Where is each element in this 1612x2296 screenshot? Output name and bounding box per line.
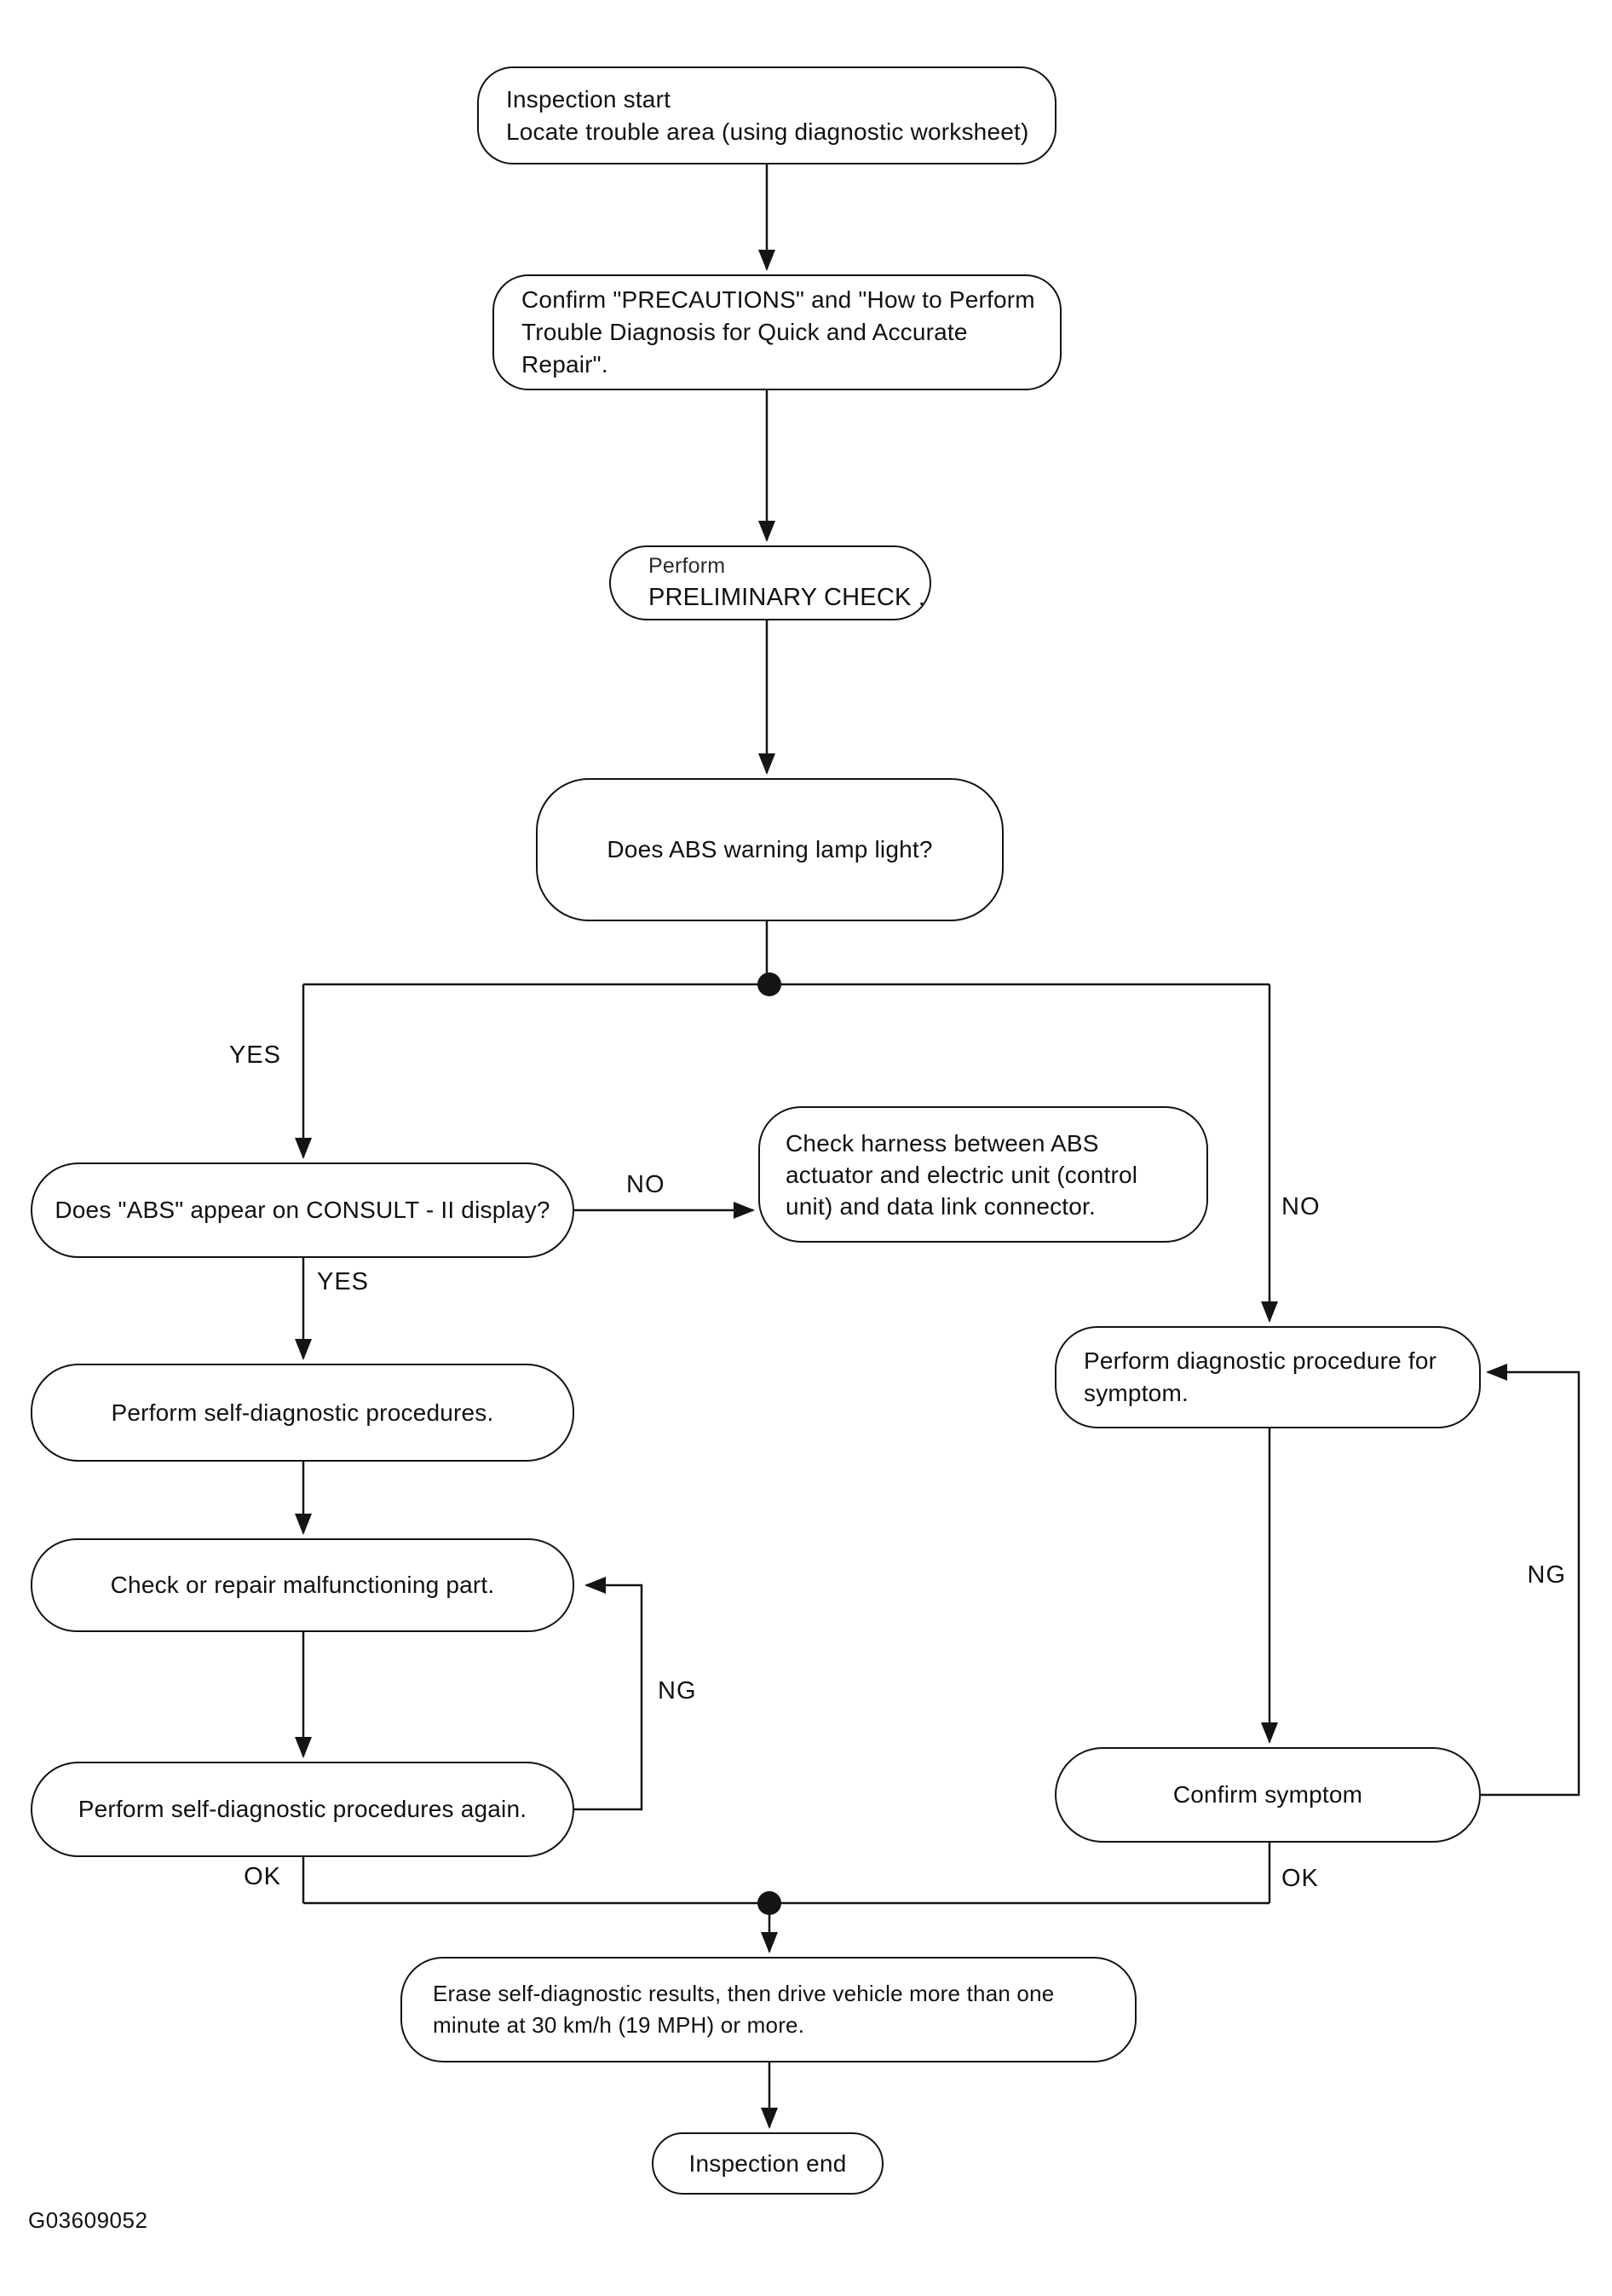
node-text-line: Inspection end [688, 2149, 847, 2177]
junction-dot-bottom [757, 1891, 781, 1915]
node-text-line: Repair". [521, 351, 608, 378]
node-text-line: Perform [648, 554, 726, 578]
node-text-line: minute at 30 km/h (19 MPH) or more. [433, 2012, 805, 2038]
node-text-line: Perform self-diagnostic procedures again… [78, 1796, 527, 1822]
label-no-consult: NO [626, 1171, 665, 1198]
node-confirm-symptom: Confirm symptom [1055, 1747, 1481, 1843]
node-text-line: Check harness between ABS [786, 1129, 1099, 1157]
node-text-line: symptom. [1084, 1380, 1189, 1406]
node-check-repair: Check or repair malfunctioning part. [31, 1538, 574, 1632]
node-preliminary-check: Perform PRELIMINARY CHECK . [609, 545, 931, 620]
label-no-branch: NO [1281, 1193, 1321, 1220]
junction-dot-top [757, 972, 781, 996]
node-text-line: unit) and data link connector. [786, 1192, 1097, 1220]
label-ok-left: OK [244, 1863, 281, 1890]
node-text-line: Confirm symptom [1172, 1781, 1363, 1808]
node-text-line: Locate trouble area (using diagnostic wo… [506, 118, 1029, 145]
node-diagnostic-symptom: Perform diagnostic procedure for symptom… [1055, 1326, 1481, 1428]
node-text-line: Perform diagnostic procedure for [1084, 1347, 1437, 1374]
node-consult-question: Does "ABS" appear on CONSULT - II displa… [31, 1162, 574, 1258]
node-text-line: Perform self-diagnostic procedures. [111, 1399, 494, 1426]
figure-id-caption: G03609052 [28, 2207, 148, 2233]
node-self-diagnostic: Perform self-diagnostic procedures. [31, 1364, 574, 1462]
node-text-line: PRELIMINARY CHECK . [648, 584, 926, 611]
node-text-line: Does "ABS" appear on CONSULT - II displa… [55, 1197, 550, 1223]
node-erase-results: Erase self-diagnostic results, then driv… [400, 1957, 1137, 2062]
node-text-line: Check or repair malfunctioning part. [110, 1572, 495, 1598]
node-text-line: actuator and electric unit (control [786, 1161, 1138, 1188]
label-ng-right: NG [1527, 1561, 1566, 1589]
loop-ng-left [574, 1577, 643, 1811]
node-confirm-precautions: Confirm "PRECAUTIONS" and "How to Perfor… [492, 274, 1062, 390]
node-inspection-start: Inspection start Locate trouble area (us… [477, 66, 1056, 164]
node-abs-lamp-question: Does ABS warning lamp light? [536, 778, 1004, 921]
label-yes-branch: YES [228, 1041, 281, 1069]
node-check-harness: Check harness between ABS actuator and e… [758, 1106, 1208, 1243]
node-text-line: Trouble Diagnosis for Quick and Accurate [521, 319, 968, 345]
node-inspection-end: Inspection end [652, 2132, 884, 2195]
label-ok-right: OK [1281, 1865, 1319, 1892]
node-text-line: Confirm "PRECAUTIONS" and "How to Perfor… [521, 286, 1035, 313]
label-yes-consult: YES [317, 1268, 370, 1295]
node-text-line: Erase self-diagnostic results, then driv… [433, 1981, 1055, 2006]
node-text-line: Inspection start [506, 85, 671, 112]
node-text-line: Does ABS warning lamp light? [607, 836, 933, 862]
node-self-diagnostic-again: Perform self-diagnostic procedures again… [31, 1762, 574, 1857]
label-ng-left: NG [658, 1677, 697, 1705]
